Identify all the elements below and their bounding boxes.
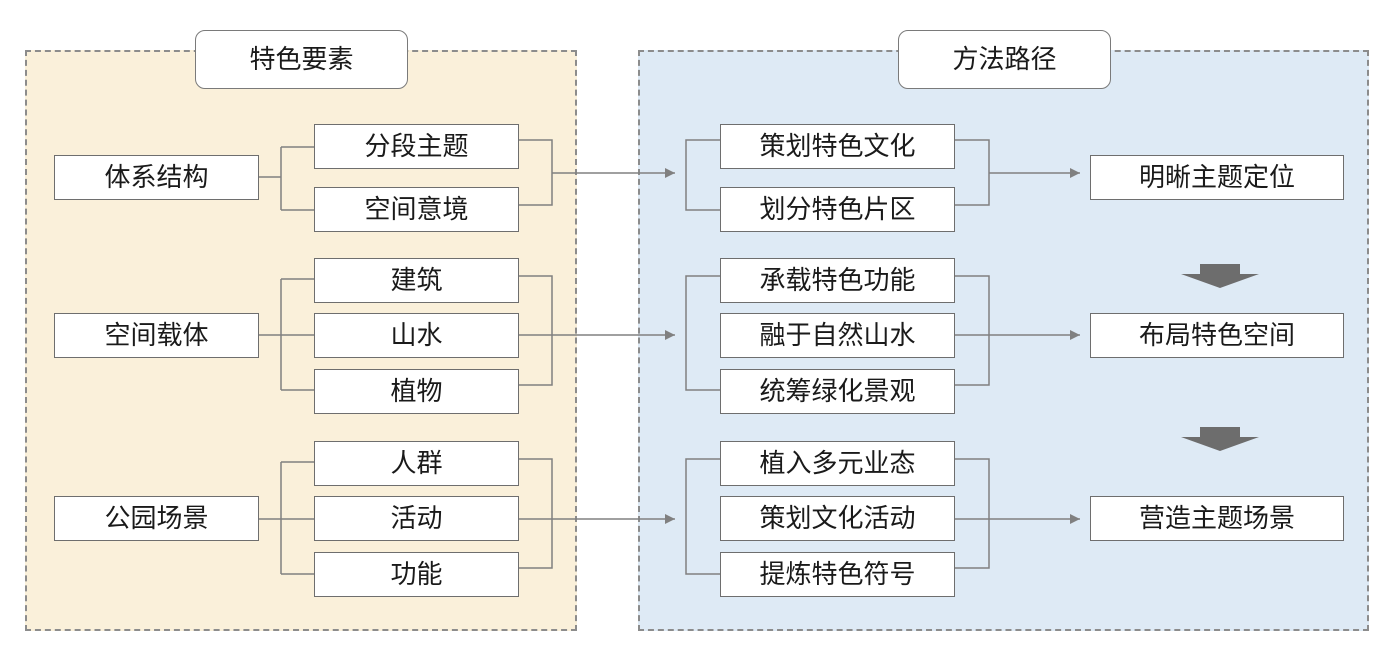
bracket-g2-left bbox=[259, 278, 314, 391]
element-item: 建筑 bbox=[314, 258, 519, 303]
bracket-g2-methods bbox=[685, 275, 720, 391]
result-box: 布局特色空间 bbox=[1090, 313, 1344, 358]
element-item: 分段主题 bbox=[314, 124, 519, 169]
bracket-g1-methods bbox=[685, 139, 720, 211]
result-box: 明晰主题定位 bbox=[1090, 155, 1344, 200]
link-g2-to-methods bbox=[519, 275, 675, 386]
element-item: 功能 bbox=[314, 552, 519, 597]
method-item: 策划特色文化 bbox=[720, 124, 955, 169]
down-arrow-2 bbox=[1181, 427, 1259, 451]
group-label: 体系结构 bbox=[54, 155, 259, 200]
element-item: 活动 bbox=[314, 496, 519, 541]
element-item: 植物 bbox=[314, 369, 519, 414]
bracket-g1-left bbox=[259, 146, 314, 211]
element-item: 山水 bbox=[314, 313, 519, 358]
result-box: 营造主题场景 bbox=[1090, 496, 1344, 541]
bracket-g3-left bbox=[259, 461, 314, 575]
element-item: 空间意境 bbox=[314, 187, 519, 232]
link-g1-to-result bbox=[955, 139, 1080, 206]
method-item: 划分特色片区 bbox=[720, 187, 955, 232]
bracket-g3-methods bbox=[685, 458, 720, 575]
method-item: 提炼特色符号 bbox=[720, 552, 955, 597]
group-label: 公园场景 bbox=[54, 496, 259, 541]
group-label: 空间载体 bbox=[54, 313, 259, 358]
methods-header: 方法路径 bbox=[898, 30, 1111, 89]
element-item: 人群 bbox=[314, 441, 519, 486]
method-item: 承载特色功能 bbox=[720, 258, 955, 303]
method-item: 统筹绿化景观 bbox=[720, 369, 955, 414]
method-item: 策划文化活动 bbox=[720, 496, 955, 541]
down-arrow-1 bbox=[1181, 264, 1259, 288]
method-item: 融于自然山水 bbox=[720, 313, 955, 358]
elements-header: 特色要素 bbox=[195, 30, 408, 89]
link-g3-to-result bbox=[955, 458, 1080, 569]
link-g1-to-methods bbox=[519, 139, 675, 206]
link-g3-to-methods bbox=[519, 458, 675, 569]
method-item: 植入多元业态 bbox=[720, 441, 955, 486]
link-g2-to-result bbox=[955, 275, 1080, 386]
